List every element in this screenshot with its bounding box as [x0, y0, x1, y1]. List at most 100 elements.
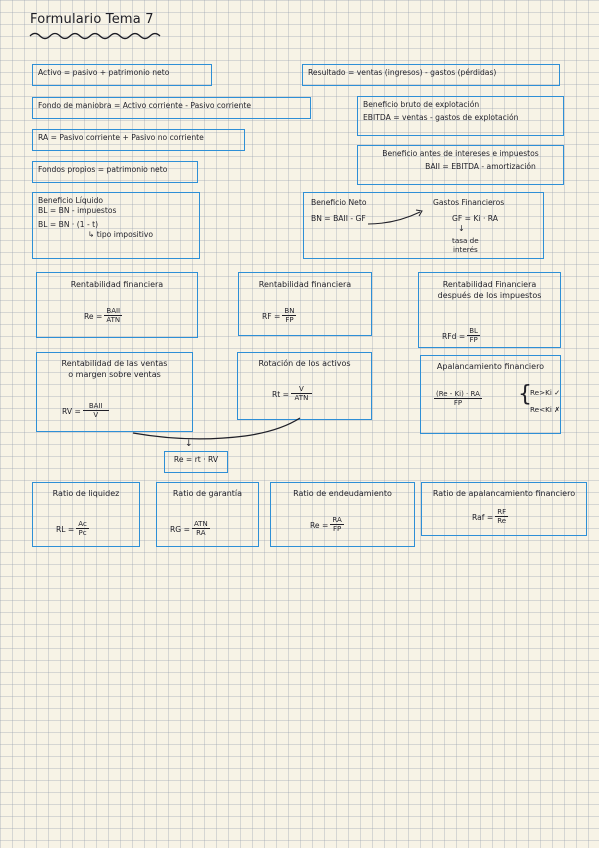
- rentabilidad-ventas-box: Rentabilidad de las ventas o margen sobr…: [36, 352, 193, 432]
- resultado-text: Resultado = ventas (ingresos) - gastos (…: [308, 68, 497, 77]
- apalancamiento-case-2: Re<Ki ✗: [530, 405, 561, 414]
- ratio-endeudamiento-box: Ratio de endeudamiento: [270, 482, 415, 547]
- apalancamiento-title: Apalancamiento financiero: [436, 362, 545, 371]
- denominator: Re: [497, 517, 507, 526]
- rentabilidad-financiera-box-3: Rentabilidad Financiera después de los i…: [418, 272, 561, 348]
- beneficio-bruto-text: Beneficio bruto de explotación: [363, 100, 480, 109]
- apalancamiento-box: Apalancamiento financiero: [420, 355, 561, 434]
- fondos-propios-text: Fondos propios = patrimonio neto: [38, 165, 168, 174]
- beneficio-liquido-line1: BL = BN - impuestos: [38, 206, 117, 216]
- numerator: BAII: [104, 307, 123, 317]
- numerator: Ac: [76, 520, 89, 530]
- rotacion-activos-box: Rotación de los activos: [237, 352, 372, 420]
- re-product-formula: Re = rt · RV: [173, 455, 219, 464]
- ratio-garantia-title: Ratio de garantía: [172, 489, 243, 498]
- ratio-endeudamiento-title: Ratio de endeudamiento: [293, 489, 392, 498]
- denominator: ATN: [294, 394, 309, 403]
- beneficio-neto-box: [303, 192, 544, 259]
- beneficio-liquido-note: ↳ tipo impositivo: [88, 229, 154, 239]
- activo-box: Activo = pasivo + patrimonio neto: [32, 64, 212, 86]
- bai-formula: BAII = EBITDA - amortización: [425, 162, 536, 172]
- tasa-interes-line1: tasa de: [452, 236, 479, 245]
- formula-lhs: RG =: [170, 524, 190, 534]
- beneficio-neto-title: Beneficio Neto: [311, 198, 367, 207]
- resultado-box: Resultado = ventas (ingresos) - gastos (…: [302, 64, 560, 86]
- rentabilidad-ventas-title-1: Rentabilidad de las ventas: [61, 359, 168, 368]
- formula-lhs: Raf =: [472, 512, 494, 522]
- ra-box: RA = Pasivo corriente + Pasivo no corrie…: [32, 129, 245, 151]
- beneficio-bruto-box: Beneficio bruto de explotación EBITDA = …: [357, 96, 564, 136]
- down-arrow-icon: ↓: [458, 224, 465, 233]
- formula-lhs: Rt =: [272, 389, 290, 399]
- formula-lhs: Re =: [84, 311, 103, 321]
- bai-box: Beneficio antes de intereses e impuestos…: [357, 145, 564, 185]
- denominator: FP: [453, 399, 463, 408]
- ratio-garantia-box: Ratio de garantía: [156, 482, 259, 547]
- numerator: BL: [467, 327, 480, 337]
- activo-text: Activo = pasivo + patrimonio neto: [38, 68, 170, 77]
- formula-lhs: RFd =: [442, 331, 466, 341]
- re-product-box: Re = rt · RV: [164, 451, 228, 473]
- denominator: RA: [196, 529, 206, 538]
- beneficio-liquido-title: Beneficio Líquido: [38, 196, 104, 205]
- denominator: FP: [285, 316, 294, 325]
- formula-lhs: RF =: [262, 311, 281, 321]
- gastos-financieros-title: Gastos Financieros: [433, 198, 505, 207]
- rentabilidad-financiera-title-3b: después de los impuestos: [437, 290, 542, 300]
- rentabilidad-financiera-box-1: Rentabilidad financiera: [36, 272, 198, 338]
- rentabilidad-financiera-title-1: Rentabilidad financiera: [70, 280, 164, 289]
- formula-lhs: Re =: [310, 520, 329, 530]
- ratio-apalancamiento-title: Ratio de apalancamiento financiero: [432, 489, 576, 498]
- beneficio-neto-formula: BN = BAII - GF: [311, 214, 366, 223]
- gastos-financieros-formula: GF = Ki · RA: [452, 214, 498, 223]
- numerator: BAII: [82, 402, 109, 412]
- formula-lhs: RL =: [56, 524, 75, 534]
- denominator: FP: [332, 525, 342, 534]
- ratio-apalancamiento-box: Ratio de apalancamiento financiero: [421, 482, 587, 536]
- numerator: (Re - Ki) · RA: [434, 390, 482, 400]
- numerator: ATN: [191, 520, 210, 530]
- numerator: RF: [495, 508, 509, 518]
- ebitda-text: EBITDA = ventas - gastos de explotación: [363, 113, 519, 123]
- curly-brace-icon: {: [518, 382, 532, 407]
- denominator: ATN: [106, 316, 121, 325]
- title-underline-squiggle: [29, 32, 161, 40]
- tasa-interes-line2: interés: [453, 245, 478, 254]
- ratio-liquidez-box: Ratio de liquidez: [32, 482, 140, 547]
- ra-text: RA = Pasivo corriente + Pasivo no corrie…: [38, 133, 204, 142]
- rentabilidad-financiera-box-2: Rentabilidad financiera: [238, 272, 372, 336]
- numerator: RA: [330, 516, 344, 526]
- denominator: Pc: [78, 529, 87, 538]
- rentabilidad-ventas-title-2: o margen sobre ventas: [68, 369, 161, 379]
- apalancamiento-case-1: Re>Ki ✓: [530, 388, 561, 397]
- rotacion-activos-title: Rotación de los activos: [258, 359, 351, 368]
- fondos-propios-box: Fondos propios = patrimonio neto: [32, 161, 198, 183]
- denominator: V: [93, 411, 99, 420]
- rentabilidad-financiera-title-2: Rentabilidad financiera: [258, 280, 352, 289]
- beneficio-liquido-box: Beneficio Líquido BL = BN - impuestos BL…: [32, 192, 200, 259]
- formula-lhs: RV =: [62, 406, 81, 416]
- bai-title: Beneficio antes de intereses e impuestos: [382, 149, 539, 158]
- numerator: BN: [282, 307, 297, 317]
- denominator: FP: [469, 336, 478, 345]
- fondo-maniobra-text: Fondo de maniobra = Activo corriente - P…: [38, 101, 252, 110]
- numerator: V: [291, 385, 312, 395]
